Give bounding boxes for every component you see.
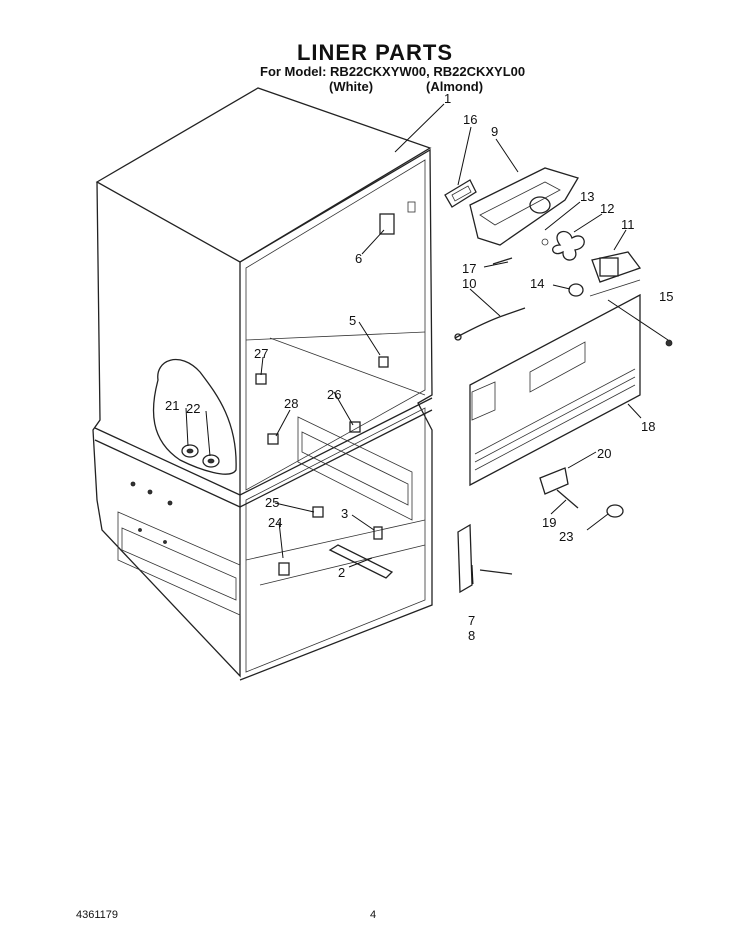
callout-7: 7 <box>468 613 475 628</box>
callout-24: 24 <box>268 515 282 530</box>
callout-12: 12 <box>600 201 614 216</box>
callout-2: 2 <box>338 565 345 580</box>
callout-26: 26 <box>327 387 341 402</box>
callout-28: 28 <box>284 396 298 411</box>
callout-27: 27 <box>254 346 268 361</box>
callout-6: 6 <box>355 251 362 266</box>
rail-part <box>328 544 394 579</box>
callout-22: 22 <box>186 401 200 416</box>
callout-5: 5 <box>349 313 356 328</box>
fasteners <box>255 356 389 576</box>
callout-9: 9 <box>491 124 498 139</box>
callout-18: 18 <box>641 419 655 434</box>
liner-cabinet <box>92 87 433 681</box>
page-number: 4 <box>370 909 377 921</box>
leader-lines <box>185 103 642 585</box>
diagram-title: LINER PARTS <box>296 40 454 65</box>
document-number: 4361179 <box>76 909 119 921</box>
model-line: For Model: RB22CKXYW00, RB22CKXYL00 <box>260 64 526 79</box>
callout-1: 1 <box>444 91 451 106</box>
callout-10: 10 <box>462 276 476 291</box>
control-knobs <box>181 444 220 468</box>
callout-13: 13 <box>580 189 594 204</box>
callout-3: 3 <box>341 506 348 521</box>
callout-16: 16 <box>463 112 477 127</box>
variant-white: (White) <box>329 79 374 94</box>
callout-15: 15 <box>659 289 673 304</box>
callout-17: 17 <box>462 261 476 276</box>
callout-14: 14 <box>530 276 544 291</box>
callout-21: 21 <box>165 398 179 413</box>
callout-23: 23 <box>559 529 573 544</box>
callout-labels: 1 2 3 5 6 7 8 9 10 11 12 13 14 15 16 17 … <box>165 91 673 643</box>
callout-8: 8 <box>468 628 475 643</box>
fan-assembly <box>444 167 673 594</box>
callout-19: 19 <box>542 515 556 530</box>
callout-20: 20 <box>597 446 611 461</box>
callout-25: 25 <box>265 495 279 510</box>
callout-11: 11 <box>621 217 635 232</box>
variant-almond: (Almond) <box>426 79 484 94</box>
